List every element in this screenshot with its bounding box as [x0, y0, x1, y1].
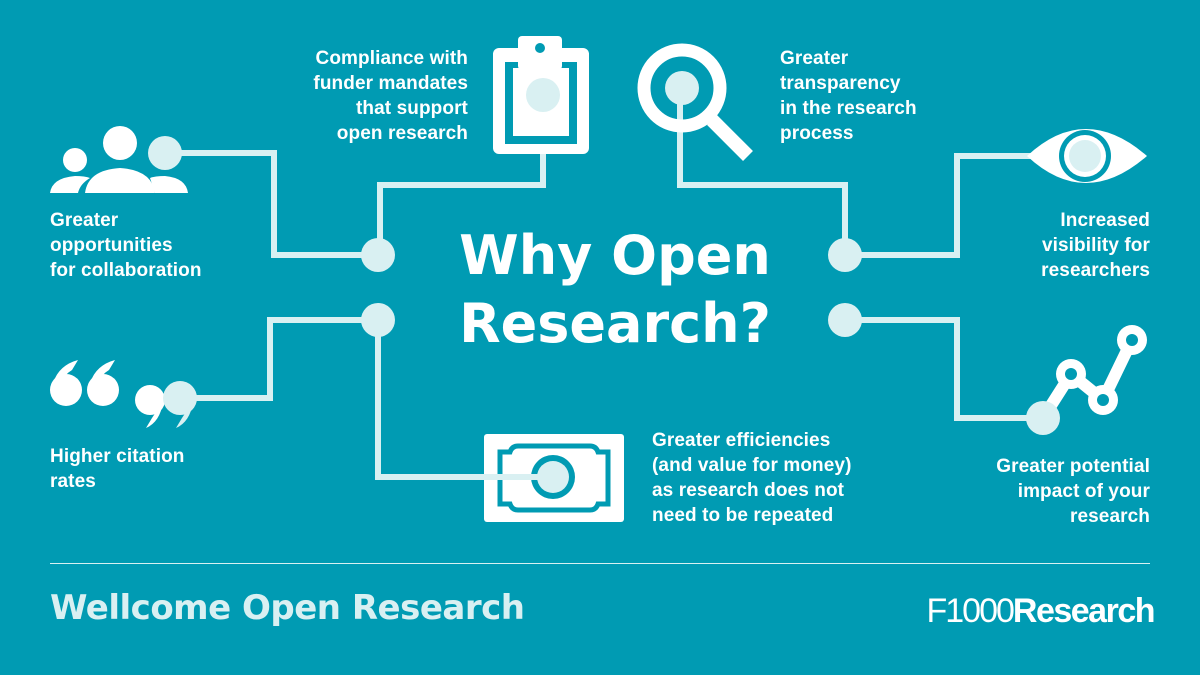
- f1000research-logo: F1000Research: [926, 592, 1156, 631]
- footer-divider: [50, 563, 1150, 564]
- connector-citation: [180, 317, 378, 401]
- node-lower-right: [828, 303, 862, 337]
- benefit-compliance-label: Compliance with funder mandates that sup…: [313, 48, 468, 144]
- node-upper-right: [828, 238, 862, 272]
- benefit-citation-label: Higher citation rates: [50, 446, 185, 492]
- benefit-efficiency-label: Greater efficiencies (and value for mone…: [652, 430, 852, 526]
- benefit-transparency-label: Greater transparency in the research pro…: [780, 48, 917, 144]
- connector-visibility: [845, 153, 1085, 258]
- connector-collaboration: [165, 150, 378, 258]
- page-title: Why Open Research?: [459, 224, 771, 355]
- f1000-logo-suffix: Research: [1012, 592, 1156, 630]
- magnifying-glass-icon: [637, 43, 753, 161]
- clipboard-icon: [493, 36, 589, 154]
- node-lower-left: [361, 303, 395, 337]
- connector-impact: [845, 317, 1045, 421]
- benefit-impact-label: Greater potential impact of your researc…: [996, 456, 1150, 527]
- benefit-collaboration-label: Greater opportunities for collaboration: [50, 210, 202, 281]
- benefit-visibility-label: Increased visibility for researchers: [1041, 210, 1150, 281]
- banknote-icon: [470, 434, 624, 522]
- eye-icon: [1027, 129, 1147, 183]
- node-upper-left: [361, 238, 395, 272]
- quotation-marks-icon: [50, 360, 197, 428]
- connector-transparency: [677, 88, 848, 255]
- f1000-logo-prefix: F1000: [926, 592, 1014, 630]
- wellcome-open-research-logo: Wellcome Open Research: [50, 588, 525, 628]
- people-group-icon: [50, 126, 188, 193]
- line-graph-icon: [1026, 325, 1147, 435]
